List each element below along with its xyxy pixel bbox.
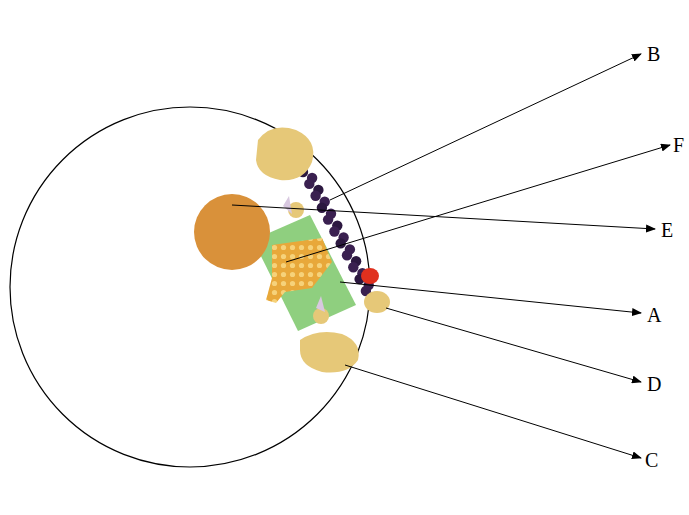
callout-letter: F (673, 134, 684, 156)
callout-letter: D (647, 373, 661, 395)
callout-letter: C (645, 449, 658, 471)
spike-bottom (316, 296, 325, 312)
yellow-small-bottom (313, 308, 329, 324)
callout-letter: A (647, 304, 661, 326)
purple-granule (304, 179, 314, 189)
callout-letter: E (661, 219, 673, 241)
spike-top (283, 196, 292, 214)
yellow-body-top (256, 128, 313, 181)
purple-granule (348, 262, 358, 272)
purple-granule (342, 250, 352, 260)
purple-granule (310, 191, 320, 201)
red-body (361, 268, 379, 284)
cell-membrane (10, 107, 370, 467)
leader-lines (232, 54, 670, 458)
purple-granules (298, 167, 380, 302)
purple-granule (329, 226, 339, 236)
yellow-body-d (364, 291, 390, 313)
callout-letter: B (647, 43, 660, 65)
purple-granule (317, 203, 327, 213)
dotted-body (266, 238, 332, 303)
purple-granule (336, 238, 346, 248)
purple-granule (323, 214, 333, 224)
